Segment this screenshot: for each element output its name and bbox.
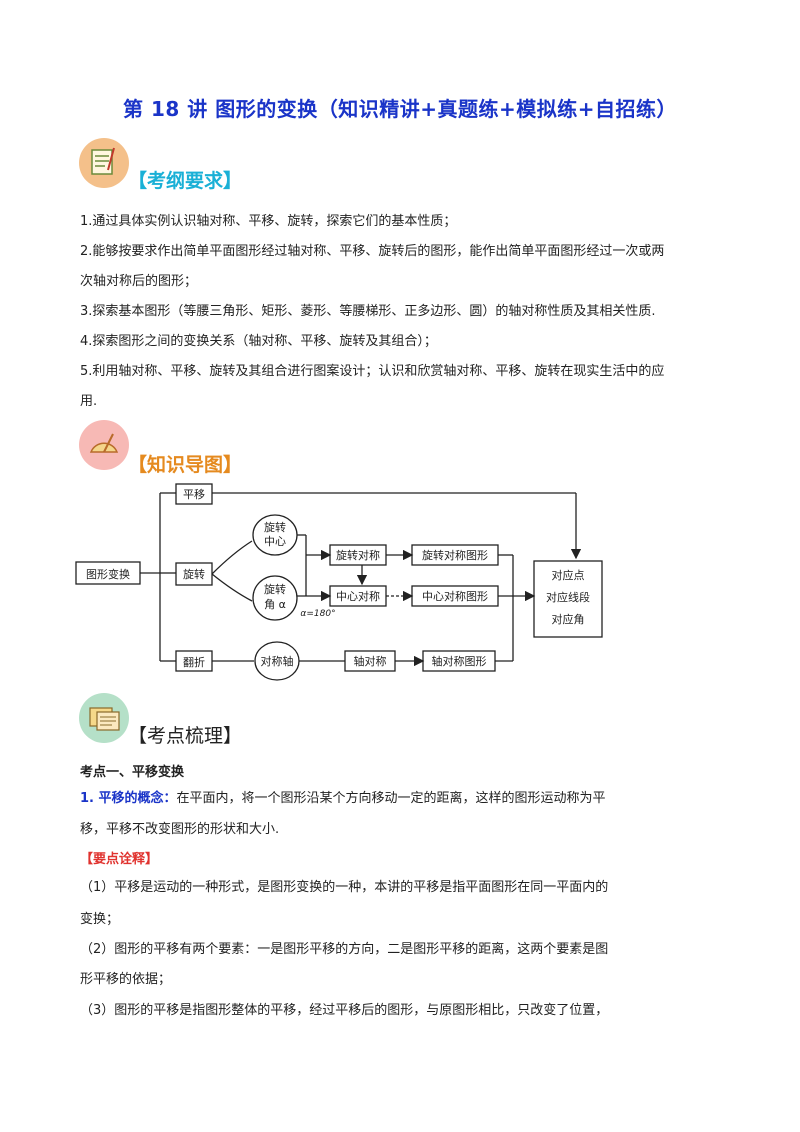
label-axis: 对称轴: [261, 654, 294, 668]
label-rotate: 旋转: [183, 567, 205, 581]
note-line: 形平移的依据；: [80, 972, 172, 987]
note-line: 变换；: [80, 912, 120, 927]
review-heading: 【考点梳理】: [128, 725, 243, 747]
syllabus-item: 2.能够按要求作出简单平面图形经过轴对称、平移、旋转后的图形，能作出简单平面图形…: [80, 244, 665, 259]
label-axis-sym: 轴对称: [354, 654, 387, 668]
notepad-icon: [79, 138, 129, 188]
label-rot-sym-fig: 旋转对称图形: [422, 548, 488, 562]
note-line: （3）图形的平移是指图形整体的平移，经过平移后的图形，与原图形相比，只改变了位置…: [80, 1003, 609, 1018]
concept-text-1: 在平面内，将一个图形沿某个方向移动一定的距离，这样的图形运动称为平: [176, 791, 606, 806]
label-root: 图形变换: [86, 567, 130, 581]
label-angle: α=180°: [300, 609, 335, 619]
label-axis-sym-fig: 轴对称图形: [432, 654, 487, 668]
point-title: 考点一、平移变换: [80, 765, 185, 780]
syllabus-item: 次轴对称后的图形；: [80, 274, 198, 289]
label-translate: 平移: [183, 488, 205, 501]
page-title: 第 18 讲 图形的变换（知识精讲+真题练+模拟练+自招练）: [123, 97, 677, 121]
knowledge-map-heading: 【知识导图】: [128, 454, 243, 476]
node-result: [533, 560, 603, 638]
syllabus-item: 4.探索图形之间的变换关系（轴对称、平移、旋转及其组合）；: [80, 334, 437, 349]
notes-heading: 【要点诠释】: [80, 852, 159, 867]
syllabus-item: 5.利用轴对称、平移、旋转及其组合进行图案设计；认识和欣赏轴对称、平移、旋转在现…: [80, 364, 665, 379]
note-line: （1）平移是运动的一种形式，是图形变换的一种，本讲的平移是指平面图形在同一平面内…: [80, 880, 609, 895]
syllabus-item: 用.: [80, 394, 98, 409]
label-center-sym-fig: 中心对称图形: [422, 589, 488, 603]
syllabus-item: 3.探索基本图形（等腰三角形、矩形、菱形、等腰梯形、正多边形、圆）的轴对称性质及…: [80, 304, 656, 319]
document-stack-icon: [79, 693, 129, 743]
syllabus-item: 1.通过具体实例认识轴对称、平移、旋转，探索它们的基本性质；: [80, 214, 457, 229]
concept-line-2: 移，平移不改变图形的形状和大小.: [80, 822, 280, 837]
label-result-2: 对应线段: [546, 590, 590, 604]
concept-line-1: 1. 平移的概念：在平面内，将一个图形沿某个方向移动一定的距离，这样的图形运动称…: [80, 791, 730, 807]
label-center-sym: 中心对称: [336, 589, 380, 603]
label-rot-center-2: 中心: [264, 535, 286, 548]
protractor-icon: [79, 420, 129, 470]
label-rot-angle-1: 旋转: [264, 582, 286, 596]
syllabus-heading: 【考纲要求】: [128, 170, 243, 192]
knowledge-mind-map: 图形变换 平移 旋转 翻折 旋转 中心 旋转 角 α 对称轴 旋转对称 中心对称…: [75, 483, 603, 681]
label-rot-center-1: 旋转: [264, 520, 286, 534]
label-rot-sym: 旋转对称: [336, 548, 380, 562]
label-flip: 翻折: [183, 655, 205, 669]
label-rot-angle-2: 角 α: [264, 598, 286, 611]
note-line: （2）图形的平移有两个要素：一是图形平移的方向，二是图形平移的距离，这两个要素是…: [80, 942, 609, 957]
label-result-3: 对应角: [552, 612, 585, 626]
node-translate: [175, 483, 213, 505]
node-rot-angle: [252, 575, 298, 621]
label-result-1: 对应点: [552, 568, 585, 582]
concept-label: 1. 平移的概念：: [80, 791, 177, 806]
